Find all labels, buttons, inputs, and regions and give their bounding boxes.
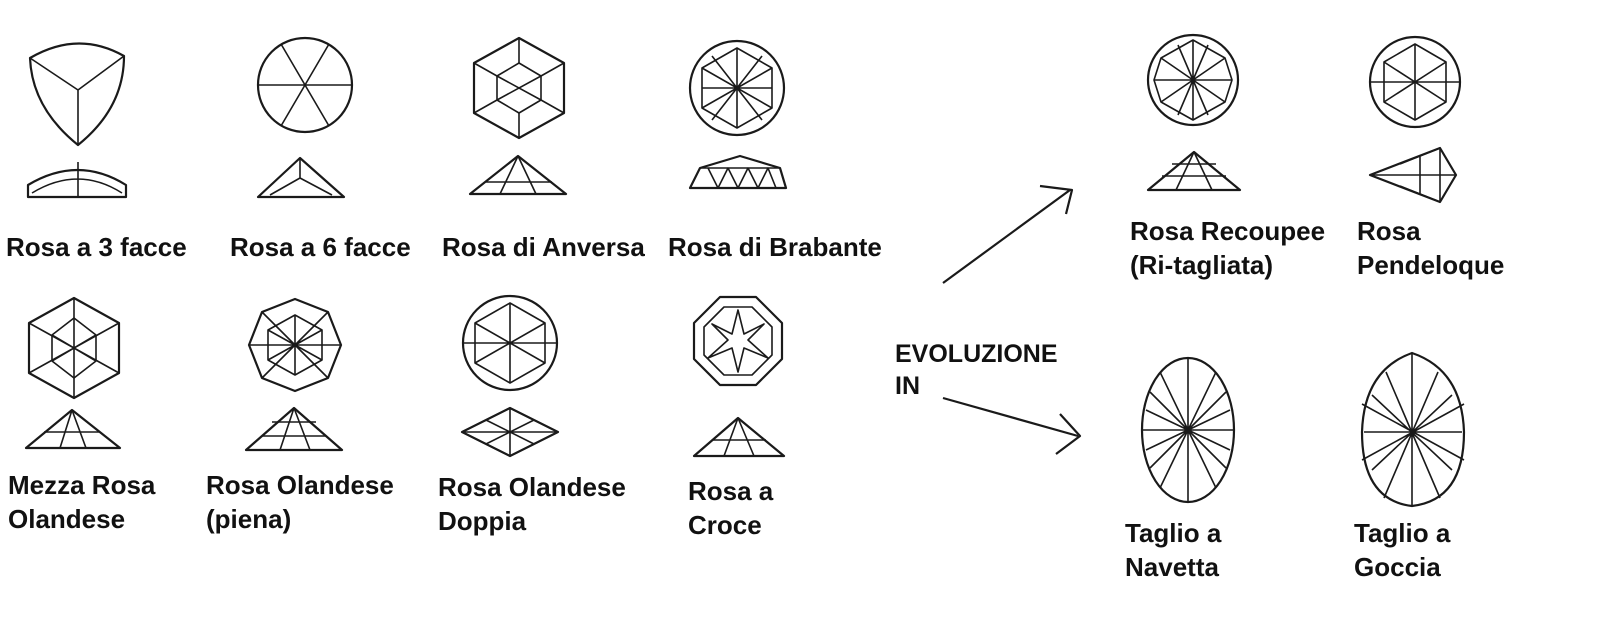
label-line: Rosa a 3 facce (6, 232, 187, 262)
label-line: Navetta (1125, 552, 1219, 582)
label-line: Rosa Olandese (206, 470, 394, 500)
cut-mezza-rosa-olandese-top-view (27, 296, 121, 400)
label-line: Rosa a (688, 476, 774, 506)
label-rosa-croce: Rosa a Croce (688, 474, 773, 542)
cut-taglio-navetta-top-view (1140, 356, 1236, 504)
cut-rosa-olandese-piena-side-view (244, 406, 344, 452)
cut-rosa-brabante-side-view (688, 154, 788, 190)
label-rosa-6-facce: Rosa a 6 facce (230, 230, 411, 264)
cut-rosa-brabante-top-view (688, 39, 786, 137)
label-line: Pendeloque (1357, 250, 1505, 280)
label-line: (Ri-tagliata) (1130, 250, 1273, 280)
cut-rosa-6-facce-top-view (256, 36, 354, 134)
label-taglio-navetta: Taglio a Navetta (1125, 516, 1221, 584)
label-rosa-recoupee: Rosa Recoupee (Ri-tagliata) (1130, 214, 1325, 282)
label-line: IN (895, 372, 920, 400)
label-line: Doppia (438, 506, 527, 536)
label-line: EVOLUZIONE (895, 340, 1058, 368)
label-line: Rosa di Brabante (668, 232, 882, 262)
cut-rosa-3-facce-top-view (28, 42, 126, 147)
cut-rosa-croce-top-view (692, 295, 784, 387)
label-rosa-olandese-piena: Rosa Olandese (piena) (206, 468, 394, 536)
cut-rosa-pendeloque-side-view (1368, 146, 1458, 204)
arrow-up-right (942, 189, 1071, 284)
arrow-down-right-head (1055, 413, 1082, 455)
label-line: Taglio a (1125, 518, 1222, 548)
cut-rosa-olandese-doppia-side-view (460, 406, 560, 458)
label-rosa-anversa: Rosa di Anversa (442, 230, 645, 264)
label-line: Rosa Recoupee (1130, 216, 1326, 246)
label-rosa-3-facce: Rosa a 3 facce (6, 230, 187, 264)
label-line: Rosa Olandese (438, 472, 626, 502)
cut-rosa-3-facce-side-view (26, 162, 128, 199)
label-rosa-pendeloque: Rosa Pendeloque (1357, 214, 1504, 282)
label-line: Taglio a (1354, 518, 1451, 548)
cut-rosa-recoupee-side-view (1146, 150, 1242, 192)
cut-rosa-olandese-doppia-top-view (461, 294, 559, 392)
label-line: Rosa (1357, 216, 1421, 246)
label-line: Goccia (1354, 552, 1441, 582)
arrow-down-right (942, 396, 1079, 438)
cut-rosa-6-facce-side-view (256, 156, 346, 199)
cut-mezza-rosa-olandese-side-view (24, 408, 122, 450)
cut-rosa-recoupee-top-view (1146, 33, 1240, 127)
arrow-up-right-head (1039, 184, 1074, 215)
label-taglio-goccia: Taglio a Goccia (1354, 516, 1450, 584)
label-line: Olandese (8, 504, 126, 534)
label-mezza-rosa-olandese: Mezza Rosa Olandese (8, 468, 155, 536)
cut-rosa-olandese-piena-top-view (247, 297, 343, 393)
cut-rosa-anversa-top-view (472, 36, 566, 140)
label-line: Mezza Rosa (8, 470, 156, 500)
label-line: Rosa di Anversa (442, 232, 645, 262)
cut-rosa-anversa-side-view (468, 154, 568, 196)
cut-rosa-croce-side-view (692, 416, 786, 458)
label-line: (piena) (206, 504, 292, 534)
label-line: Croce (688, 510, 762, 540)
label-line: Rosa a 6 facce (230, 232, 411, 262)
cut-rosa-pendeloque-top-view (1368, 35, 1462, 129)
label-rosa-brabante: Rosa di Brabante (668, 230, 882, 264)
label-rosa-olandese-doppia: Rosa Olandese Doppia (438, 470, 626, 538)
label-evoluzione-in: EVOLUZIONE IN (895, 338, 1058, 402)
cut-taglio-goccia-top-view (1360, 351, 1466, 508)
